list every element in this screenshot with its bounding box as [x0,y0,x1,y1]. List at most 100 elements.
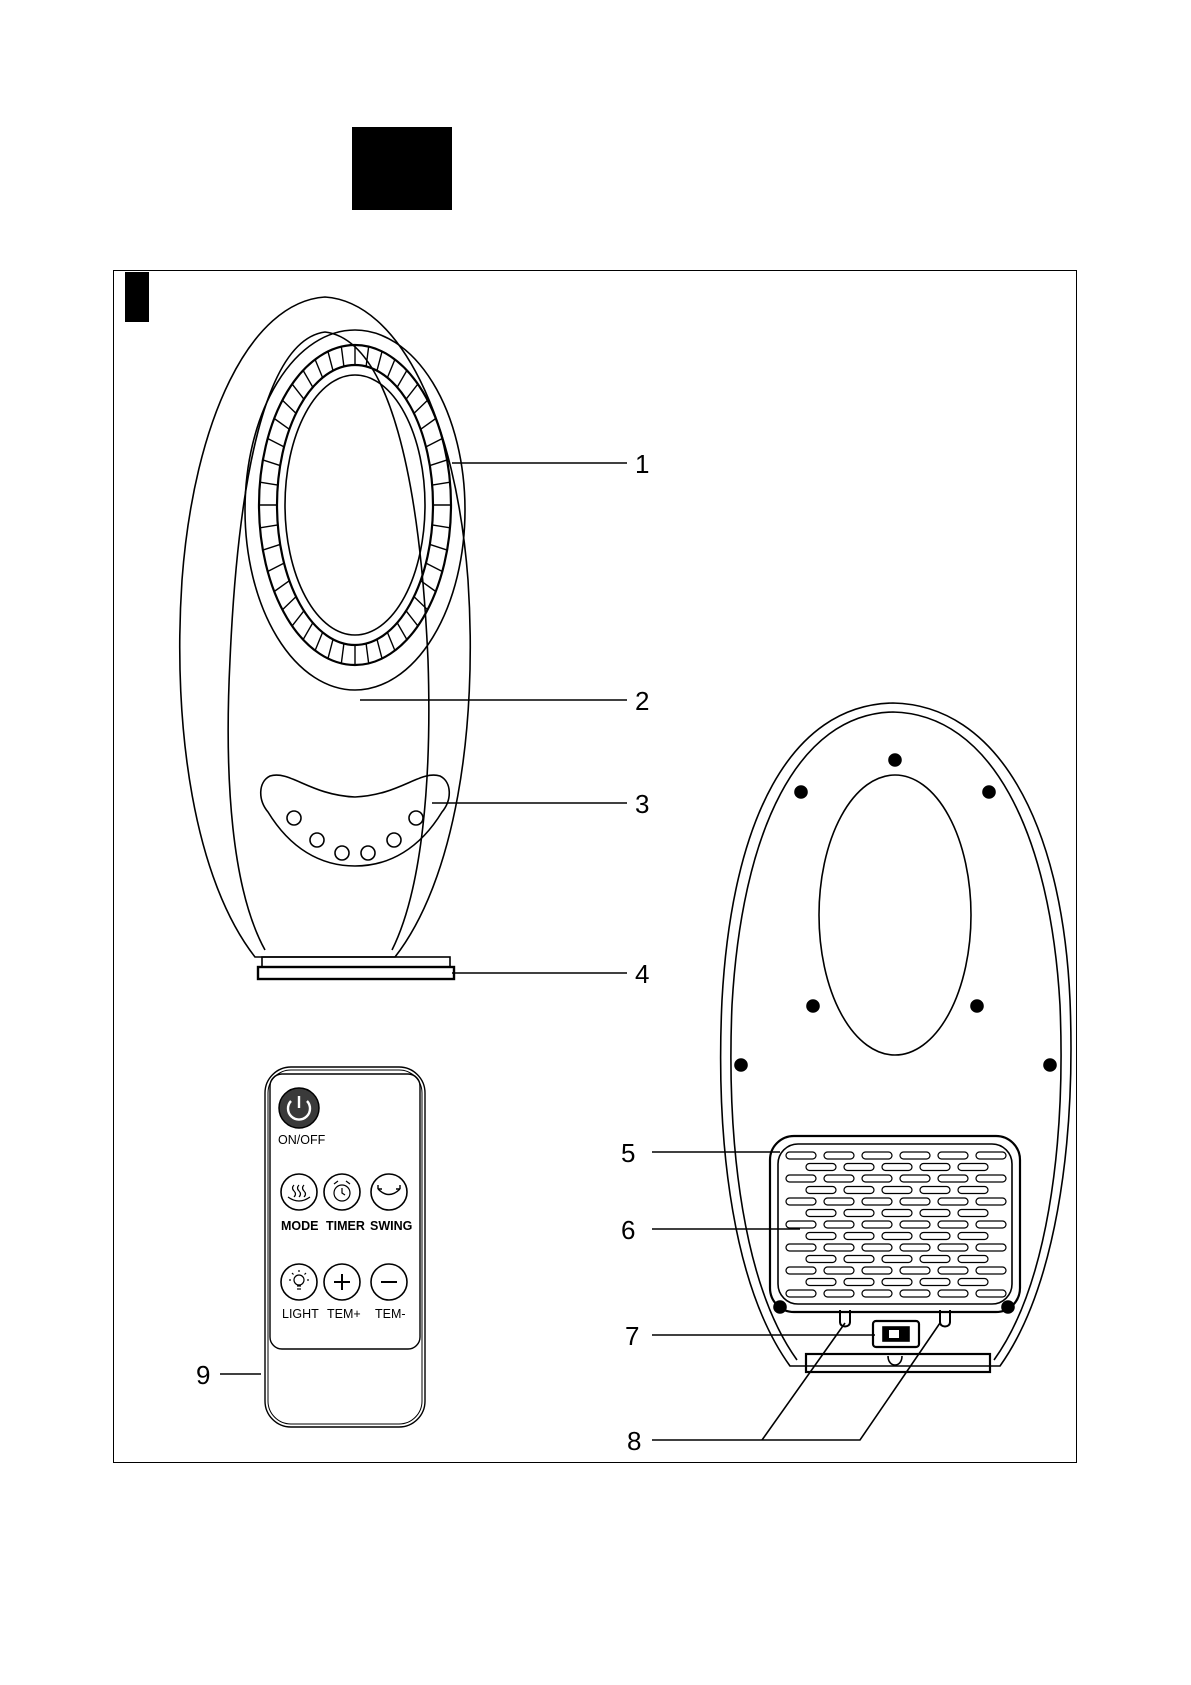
inlet-slot [824,1198,854,1205]
outlet-slat [315,632,322,650]
outlet-slat [274,581,289,592]
outlet-slat [268,563,284,571]
inlet-slot [824,1244,854,1251]
inlet-slot [938,1152,968,1159]
inlet-slot [958,1233,988,1240]
air-outlet-opening [285,375,425,635]
temp-down-button[interactable] [371,1264,407,1300]
inlet-slot [920,1164,950,1171]
air-inlet-slots [786,1152,1006,1297]
inlet-slot [844,1187,874,1194]
inlet-slot [862,1175,892,1182]
outlet-slat [377,351,382,370]
alarm-clock-icon [334,1181,350,1201]
fan-base-top [262,957,450,967]
screw-icon [971,1000,983,1012]
inlet-slot [806,1210,836,1217]
inlet-slot [958,1256,988,1263]
inlet-slot [844,1233,874,1240]
outlet-slat [406,384,418,399]
outlet-slat [274,418,289,429]
control-panel [261,775,450,866]
inlet-slot [958,1279,988,1286]
inlet-slot [824,1290,854,1297]
inlet-slot [976,1290,1006,1297]
inlet-slot [920,1256,950,1263]
outlet-slat [430,544,447,550]
outlet-slat [328,351,333,370]
steam-icon [288,1185,310,1201]
callout-3: 3 [635,789,649,819]
screw-icon [735,1059,747,1071]
inlet-slot [806,1256,836,1263]
temp-up-button-label: TEM+ [327,1307,361,1321]
inlet-slot [920,1210,950,1217]
inlet-slot [862,1198,892,1205]
outlet-slat [421,418,436,429]
swing-arrow-icon [378,1185,400,1195]
outlet-slat [263,460,280,466]
outlet-slat [397,370,407,387]
outlet-slat [387,632,394,650]
inlet-slot [938,1244,968,1251]
power-button[interactable] [279,1088,319,1128]
inlet-slot [786,1267,816,1274]
inlet-slot [786,1290,816,1297]
inlet-slot [958,1210,988,1217]
outlet-slat [315,359,322,377]
inlet-slot [900,1267,930,1274]
light-button[interactable] [281,1264,317,1300]
back-outer-body [721,703,1071,1366]
timer-button[interactable] [324,1174,360,1210]
inlet-slot [976,1175,1006,1182]
outlet-slat [430,460,447,466]
callout-numbers: 1 2 3 4 5 6 7 8 9 [196,449,649,1456]
inlet-slot [900,1175,930,1182]
callout-2: 2 [635,686,649,716]
mode-button[interactable] [281,1174,317,1210]
swing-button[interactable] [371,1174,407,1210]
inlet-slot [882,1279,912,1286]
fan-back-view [721,703,1071,1372]
air-outlet-slats [259,345,451,665]
outlet-slat [432,482,450,485]
outlet-slat [341,347,344,367]
outlet-slat [414,400,428,413]
light-bulb-icon [289,1270,309,1289]
outlet-slat [426,439,442,447]
inlet-slot [824,1152,854,1159]
inlet-slot [938,1267,968,1274]
remote-control: ON/OFF [265,1067,425,1427]
callout-9: 9 [196,1360,210,1390]
outlet-slat [292,384,304,399]
air-outlet-ring-mid [259,345,451,665]
inlet-slot [806,1164,836,1171]
air-outlet-ring-inner [277,365,433,645]
inlet-slot [900,1198,930,1205]
inlet-slot [862,1152,892,1159]
inlet-slot [900,1221,930,1228]
inlet-slot [938,1290,968,1297]
inlet-slot [920,1233,950,1240]
swing-button-label: SWING [370,1219,412,1233]
inlet-slot [882,1233,912,1240]
callout-8: 8 [627,1426,641,1456]
back-base-clip [888,1356,902,1365]
inlet-slot [920,1187,950,1194]
screw-icon [889,754,901,766]
inlet-slot [806,1187,836,1194]
outlet-slat [282,597,296,610]
screw-icon [795,786,807,798]
outlet-slat [377,639,382,658]
inlet-slot [938,1175,968,1182]
inlet-slot [824,1175,854,1182]
inlet-slot [862,1267,892,1274]
power-button-label: ON/OFF [278,1133,326,1147]
outlet-slat [387,359,394,377]
outlet-slat [260,482,278,485]
inlet-slot [786,1152,816,1159]
temp-up-button[interactable] [324,1264,360,1300]
outlet-slat [426,563,442,571]
inlet-slot [958,1164,988,1171]
outlet-slat [414,597,428,610]
